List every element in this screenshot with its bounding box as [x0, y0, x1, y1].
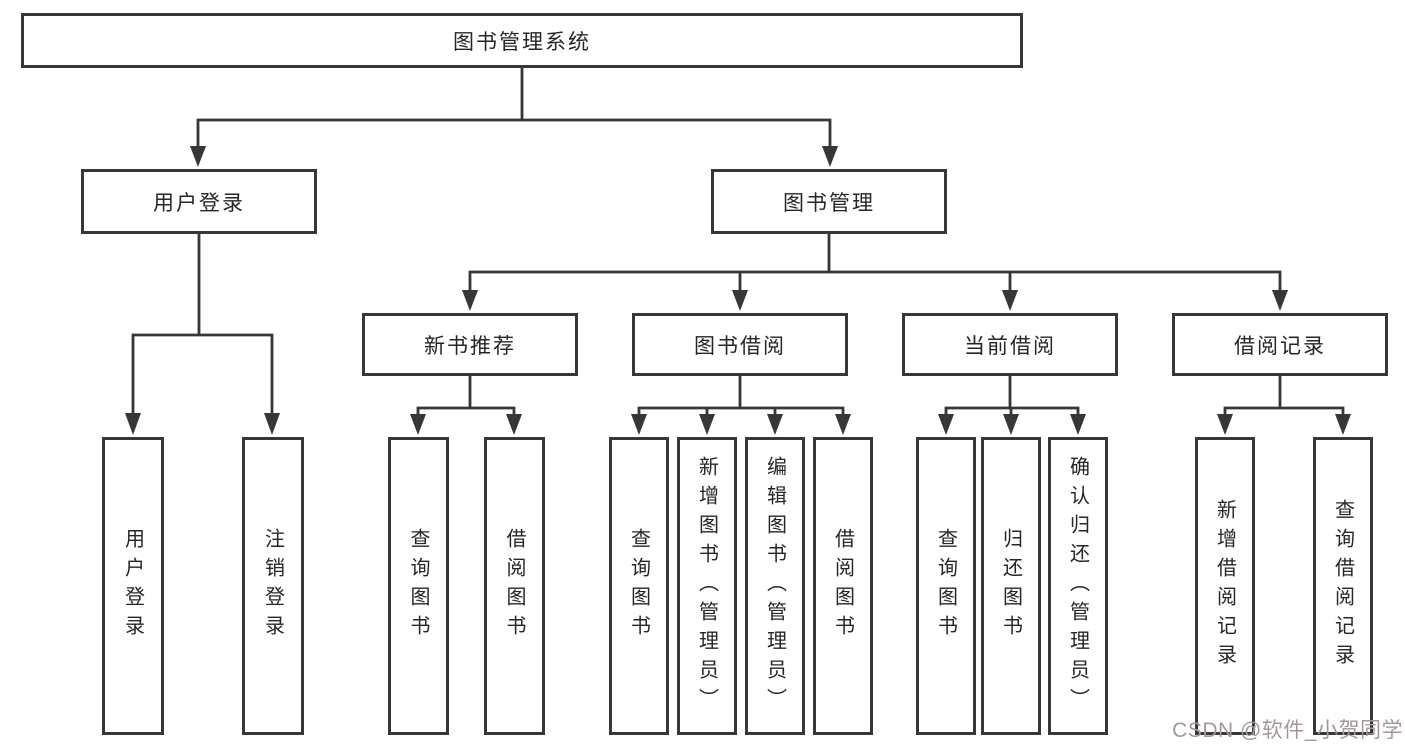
arrowhead [462, 290, 478, 311]
leaf-query-books-current: 查询图书 [916, 437, 976, 735]
node-label: 用户登录 [153, 191, 245, 215]
arrowhead [835, 414, 851, 435]
node-label: 查询图书 [934, 528, 957, 644]
node-label: 确认归还（管理员） [1066, 455, 1089, 717]
node-label: 新增借阅记录 [1213, 499, 1236, 673]
node-label: 新书推荐 [424, 334, 516, 358]
arrowhead [1070, 414, 1086, 435]
arrowhead [1002, 290, 1018, 311]
node-label: 图书管理 [783, 191, 875, 215]
leaf-confirm-return-admin: 确认归还（管理员） [1048, 437, 1108, 735]
arrowhead [732, 290, 748, 311]
arrowhead [699, 414, 715, 435]
node-label: 当前借阅 [964, 334, 1056, 358]
node-label: 图书借阅 [694, 334, 786, 358]
leaf-borrow-books-recommend: 借阅图书 [484, 437, 545, 735]
edge-root-to-level2 [196, 66, 832, 150]
leaf-add-borrow-record: 新增借阅记录 [1195, 437, 1255, 735]
node-new-book-recommend: 新书推荐 [362, 313, 578, 376]
node-book-borrow: 图书借阅 [632, 313, 848, 376]
node-label: 借阅记录 [1234, 334, 1326, 358]
node-label: 新增图书（管理员） [695, 455, 718, 717]
node-current-borrow: 当前借阅 [902, 313, 1118, 376]
connector-edges [131, 66, 1345, 418]
node-borrow-record: 借阅记录 [1172, 313, 1388, 376]
leaf-user-login: 用户登录 [102, 437, 164, 735]
leaf-borrow-books: 借阅图书 [813, 437, 873, 735]
node-label: 图书管理系统 [453, 30, 591, 54]
edge-current-to-leaves [944, 374, 1080, 418]
arrowhead [1272, 290, 1288, 311]
leaf-logout: 注销登录 [242, 437, 304, 735]
node-label: 用户登录 [121, 528, 144, 644]
arrowheads [125, 146, 1351, 435]
arrowhead [1003, 414, 1019, 435]
arrowhead [938, 414, 954, 435]
node-label: 借阅图书 [831, 528, 854, 644]
arrowhead [264, 413, 280, 435]
arrowhead [190, 146, 206, 167]
node-user-login: 用户登录 [81, 169, 317, 234]
arrowhead [410, 414, 426, 435]
arrowhead [1335, 414, 1351, 435]
leaf-query-books-borrow: 查询图书 [609, 437, 669, 735]
leaf-return-books: 归还图书 [981, 437, 1041, 735]
edge-userlogin-to-leaves [131, 232, 274, 418]
edge-borrow-to-leaves [637, 374, 845, 418]
node-label: 查询图书 [627, 528, 650, 644]
arrowhead [767, 414, 783, 435]
arrowhead [1217, 414, 1233, 435]
leaf-query-borrow-record: 查询借阅记录 [1313, 437, 1373, 735]
node-label: 借阅图书 [503, 528, 525, 644]
leaf-add-books-admin: 新增图书（管理员） [677, 437, 737, 735]
arrowhead [822, 146, 838, 167]
edge-record-to-leaves [1223, 374, 1345, 418]
node-label: 查询借阅记录 [1331, 499, 1354, 673]
leaf-query-books-recommend: 查询图书 [388, 437, 449, 735]
arrowhead [631, 414, 647, 435]
edge-newbook-to-leaves [416, 374, 516, 418]
arrowhead [125, 413, 141, 435]
node-root-system: 图书管理系统 [21, 13, 1023, 68]
node-label: 归还图书 [999, 528, 1022, 644]
node-label: 编辑图书（管理员） [763, 455, 786, 717]
node-book-management: 图书管理 [711, 169, 947, 234]
edge-bookmgmt-to-level3 [468, 232, 1282, 294]
leaf-edit-books-admin: 编辑图书（管理员） [745, 437, 805, 735]
arrowhead [506, 414, 522, 435]
node-label: 查询图书 [407, 528, 429, 644]
csdn-watermark: CSDN @软件_小贺同学 [1172, 719, 1403, 742]
node-label: 注销登录 [261, 528, 284, 644]
